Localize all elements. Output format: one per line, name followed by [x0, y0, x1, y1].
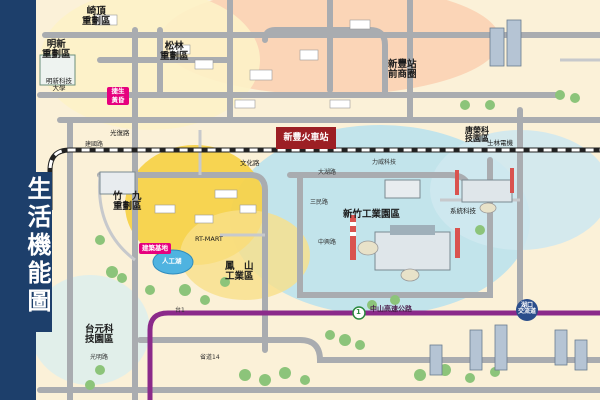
road-dahu: 大湖路	[318, 169, 337, 176]
district-tangrong: 唐榮科 技園區	[465, 126, 489, 144]
district-zhujiu: 竹 九 重劃區	[113, 191, 142, 212]
label-wenhua: 文化路	[240, 159, 260, 167]
district-songlin: 松林 重劃區	[160, 41, 189, 62]
university-building	[39, 54, 76, 86]
road-sanmin: 三民路	[310, 199, 329, 206]
lake-label: 人工湖	[162, 257, 182, 265]
highway-shield	[352, 306, 366, 320]
lake	[152, 249, 194, 275]
railway	[47, 147, 600, 210]
xinfeng-station: 新豐火車站	[276, 127, 336, 149]
road-liwei: 力威科技	[372, 159, 397, 166]
district-fengshan: 鳳 山 工業區	[225, 261, 254, 282]
zone-tangrong	[430, 130, 600, 250]
mingxin-university: 明新科技 大學	[46, 77, 72, 92]
hukou-exit-label: 湖口 交流道	[518, 302, 537, 316]
zone-fengshan	[180, 210, 310, 300]
highway-label: 中山高速公路	[370, 305, 412, 313]
towers	[429, 19, 588, 376]
market-badge: 捷生 黃昏	[107, 87, 129, 105]
side-title-box	[8, 172, 52, 332]
district-qiding: 崎頂 重劃區	[82, 6, 111, 27]
factory-small	[384, 179, 421, 199]
factory-main	[350, 215, 460, 282]
road-jianguo: 建國路	[85, 141, 104, 148]
label-shilin: 士林電機	[487, 139, 513, 147]
label-rtmart: RT-MART	[195, 235, 223, 243]
road-guangming: 光明路	[90, 354, 109, 361]
site-badge: 建築基地	[139, 243, 171, 254]
highway-number: 1	[356, 308, 361, 316]
exit-marker	[516, 299, 538, 321]
label-guangfu: 光復路	[110, 129, 130, 137]
building-zhujiu	[99, 171, 136, 195]
highway-line	[147, 310, 600, 400]
label-xiye: 系統科技	[450, 207, 476, 215]
district-mingxin: 明新 重劃區	[42, 39, 71, 60]
road-zhongxing: 中興路	[318, 239, 337, 246]
zone-taiyuan	[30, 275, 150, 385]
side-title: 生活機能圖	[23, 176, 51, 316]
road-tai1: 台1	[175, 307, 185, 314]
shop-blocks	[94, 14, 371, 224]
factory-tangrong	[455, 168, 514, 214]
road-tai14: 省道14	[200, 354, 220, 361]
district-taiyuan: 台元科 技園區	[85, 324, 114, 345]
district-xinfeng-front: 新豐站 前商圈	[388, 59, 417, 80]
district-xinzhu-industrial: 新竹工業園區	[343, 209, 401, 220]
